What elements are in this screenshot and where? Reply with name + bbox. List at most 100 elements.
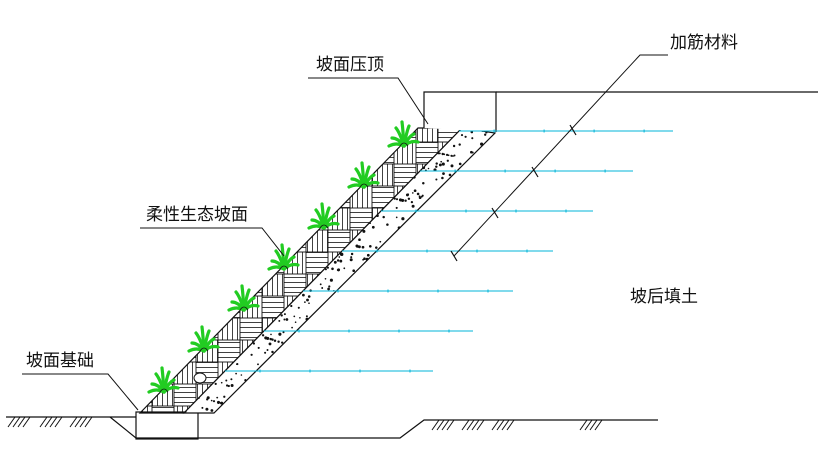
gravel-dot (297, 306, 300, 309)
gravel-dot (273, 339, 277, 343)
gravel-dot (471, 137, 474, 140)
label-crest-cap: 坡面压顶 (316, 55, 384, 75)
label-backfill: 坡后填土 (630, 287, 698, 307)
hatch-mark (74, 416, 83, 428)
face-block (349, 405, 373, 413)
face-block (261, 163, 285, 187)
ground-lines (6, 91, 818, 439)
face-block (437, 185, 461, 209)
gravel-dot (250, 353, 253, 356)
geogrid-layers (225, 129, 673, 373)
slope-foundation (109, 411, 199, 440)
face-block (151, 273, 175, 297)
face-block (327, 383, 351, 407)
gravel-dot (329, 278, 333, 282)
gravel-dot (443, 153, 446, 156)
face-block (305, 361, 329, 385)
gravel-dot (438, 152, 441, 155)
gravel-dot (285, 318, 289, 321)
face-block (173, 405, 197, 413)
gravel-dot (410, 200, 414, 204)
gravel-dot (369, 222, 371, 225)
label-reinforcement: 加筋材料 (670, 33, 738, 53)
gravel-dot (271, 338, 274, 341)
face-block (459, 273, 462, 297)
gravel-dot (361, 245, 365, 249)
face-block (415, 339, 439, 363)
hatch-mark (44, 416, 53, 428)
gravel-dot (442, 172, 445, 175)
gravel-dot (350, 256, 353, 259)
gravel-dot (464, 135, 467, 138)
face-block (459, 229, 462, 253)
gravel-dot (216, 400, 221, 404)
face-block (140, 141, 153, 165)
gravel-dot (230, 384, 234, 387)
hatch-mark (491, 419, 500, 431)
face-block (195, 141, 219, 165)
gravel-dot (225, 384, 229, 387)
hatch-mark (17, 416, 26, 428)
face-block (327, 295, 351, 319)
gravel-dot (435, 165, 438, 168)
gravel-dot (308, 302, 310, 305)
hatch-mark (69, 416, 78, 428)
gravel-dot (327, 287, 330, 291)
face-block (415, 361, 439, 385)
face-block (459, 339, 462, 363)
gravel-dot (484, 133, 487, 136)
gravel-dot (460, 134, 464, 137)
gravel-dot (445, 153, 449, 157)
gravel-dot (206, 408, 209, 411)
gravel-dot (485, 131, 488, 134)
gravel-dot (453, 154, 456, 157)
face-block (305, 141, 329, 165)
gravel-dot (362, 258, 364, 261)
face-block (173, 361, 197, 385)
gravel-dot (270, 333, 272, 336)
face-block (140, 273, 153, 297)
face-block (393, 229, 417, 253)
face-block (239, 229, 263, 253)
gravel-dot (338, 256, 341, 258)
gravel-dot (324, 277, 327, 280)
face-block (261, 229, 285, 253)
gravel-dot (365, 257, 369, 261)
face-block (437, 295, 461, 319)
face-block (140, 295, 153, 319)
gravel-dot (440, 160, 443, 163)
plant-icon (147, 366, 180, 394)
face-block (283, 128, 307, 143)
hatch-mark (446, 419, 455, 431)
face-block (283, 141, 307, 165)
hatch-mark (579, 419, 588, 431)
gravel-dot (283, 313, 286, 316)
face-block (173, 229, 197, 253)
hatch-mark (506, 419, 515, 431)
gravel-dot (214, 382, 217, 386)
face-block (459, 317, 462, 341)
label-foundation: 坡面基础 (26, 351, 94, 371)
gravel-dot (223, 395, 226, 398)
face-block (349, 339, 373, 363)
plant-icon (307, 202, 340, 230)
gravel-dot (230, 378, 233, 381)
gravel-dot (281, 341, 284, 344)
face-block (415, 273, 439, 297)
face-block (459, 251, 462, 275)
face-block (217, 229, 241, 253)
reinforcement-ticks (450, 124, 577, 262)
face-block (393, 251, 417, 275)
gravel-dot (471, 151, 474, 154)
gravel-dot (216, 396, 219, 399)
face-block (305, 405, 329, 413)
hatch-mark (476, 419, 485, 431)
face-block (371, 317, 395, 341)
face-block (305, 128, 329, 143)
gravel-dot (446, 159, 449, 162)
face-block (349, 295, 373, 319)
gravel-dot (379, 240, 382, 243)
face-block (261, 128, 285, 143)
vegetation-group (147, 120, 420, 394)
